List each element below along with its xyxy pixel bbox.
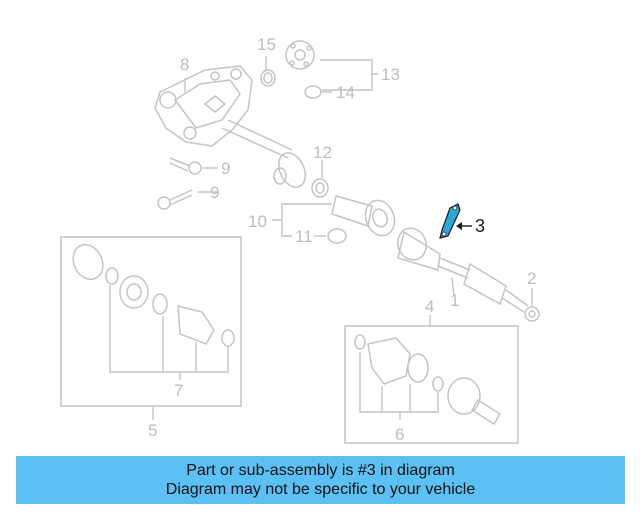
inner-joint-kit-box	[60, 236, 242, 407]
callout-5: 5	[148, 421, 157, 440]
banner-line-2: Diagram may not be specific to your vehi…	[165, 481, 476, 498]
callout-8: 8	[180, 55, 189, 74]
leader-10b	[281, 220, 292, 237]
bolt-lower	[157, 189, 193, 210]
callout-14: 14	[336, 83, 355, 102]
intermediate-shaft	[331, 195, 396, 237]
part-3-highlighted	[439, 203, 461, 239]
callout-2: 2	[527, 269, 536, 288]
leader-13b	[322, 74, 373, 91]
callout-10: 10	[248, 212, 267, 231]
outer-joint-kit-box	[344, 325, 519, 444]
axle-tube	[221, 119, 307, 188]
callout-3: 3	[475, 216, 485, 236]
bolt-upper	[169, 157, 202, 175]
seal-12	[311, 178, 329, 198]
leader-3-arrow	[456, 222, 462, 230]
inner-joint-parts	[72, 243, 235, 347]
o-ring-14	[304, 85, 322, 99]
o-ring-11	[327, 228, 347, 244]
callout-7: 7	[174, 381, 183, 400]
leader-10	[272, 203, 332, 221]
callout-9-lower: 9	[210, 183, 219, 202]
callout-9-upper: 9	[221, 159, 230, 178]
callout-1: 1	[450, 291, 459, 310]
leader-1	[451, 277, 455, 297]
callout-6-leaders	[359, 352, 439, 420]
outer-joint-parts	[354, 334, 502, 426]
leader-13	[320, 59, 378, 75]
callout-7-leaders	[109, 285, 229, 380]
differential-housing	[154, 65, 253, 147]
nut-2	[524, 306, 540, 322]
callout-4: 4	[425, 297, 434, 316]
drive-axle	[397, 227, 529, 313]
callout-15: 15	[257, 35, 276, 54]
callout-6: 6	[395, 425, 404, 444]
flange	[285, 40, 315, 70]
seal-15	[260, 69, 276, 87]
callout-11: 11	[295, 227, 313, 246]
banner-line-1: Part or sub-assembly is #3 in diagram	[186, 462, 455, 479]
info-banner: Part or sub-assembly is #3 in diagram Di…	[16, 456, 625, 504]
callout-12: 12	[313, 143, 332, 162]
callout-13: 13	[381, 65, 400, 84]
